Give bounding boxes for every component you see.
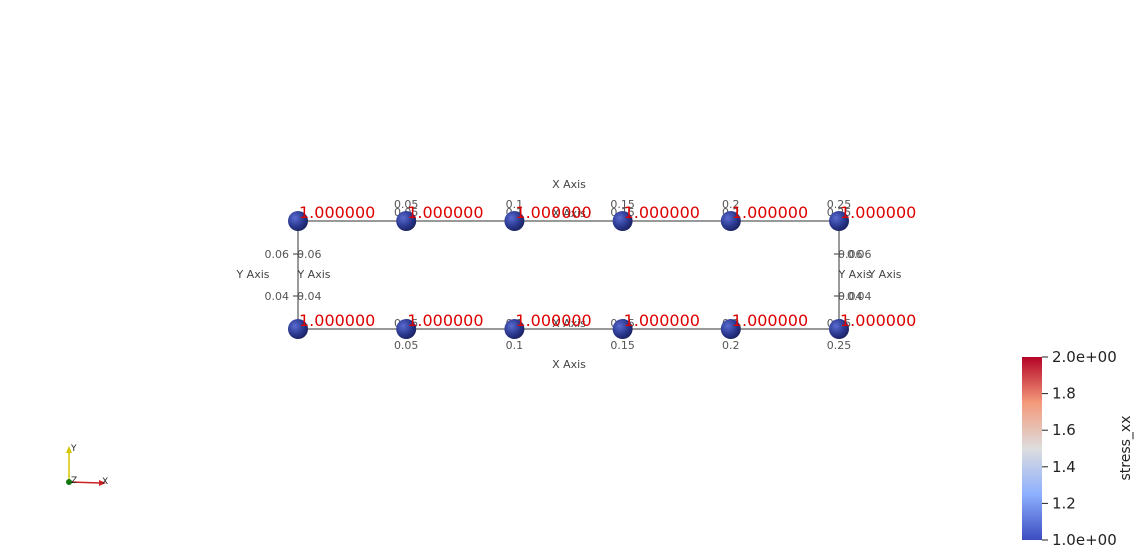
x-tick-label-bottom-1: 0.1: [506, 339, 524, 352]
colorbar-label-1: 1.8: [1052, 385, 1076, 403]
point-label-3: 1.000000: [624, 203, 700, 222]
data-point-5: [829, 211, 849, 231]
point-label-7: 1.000000: [407, 311, 483, 330]
colorbar-gradient: [1022, 357, 1042, 540]
x-tick-label-top-4: 0.25: [827, 198, 852, 211]
data-point-6: [288, 319, 308, 339]
x-tick-label-top-0: 0.05: [394, 198, 419, 211]
y-tick-label-left-inner-1: 0.06: [297, 248, 322, 261]
orientation-z-label: Z: [71, 476, 77, 486]
colorbar-label-5: 1.0e+00: [1052, 531, 1117, 549]
colorbar-label-0: 2.0e+00: [1052, 348, 1117, 366]
x-tick-label-bottom-4: 0.25: [827, 339, 852, 352]
data-point-0: [288, 211, 308, 231]
data-point-8: [504, 319, 525, 339]
point-label-4: 1.000000: [732, 203, 808, 222]
y-tick-label-right-1: 0.06: [847, 248, 872, 261]
x-tick-label-top-2: 0.15: [610, 198, 635, 211]
orientation-x-line: [68, 481, 102, 484]
x-axis-title-top: X Axis: [552, 178, 586, 191]
point-label-8: 1.000000: [515, 311, 591, 330]
colorbar-title: stress_xx: [1118, 415, 1134, 480]
x-axis-title-bottom-inner: X Axis: [552, 317, 586, 330]
color-legend: 2.0e+00 1.8 1.6 1.4 1.2 1.0e+00 stress_xx: [1022, 348, 1134, 549]
point-label-1: 1.000000: [407, 203, 483, 222]
y-tick-label-left-0: 0.04: [265, 290, 290, 303]
point-label-9: 1.000000: [624, 311, 700, 330]
y-axis-title-right: Y Axis: [867, 268, 901, 281]
colorbar-label-3: 1.4: [1052, 458, 1076, 476]
point-label-5: 1.000000: [840, 203, 916, 222]
x-tick-label-bottom-2: 0.15: [610, 339, 635, 352]
point-label-10: 1.000000: [732, 311, 808, 330]
orientation-y-label: Y: [70, 444, 77, 454]
data-point-3: [612, 211, 633, 231]
data-point-9: [612, 319, 633, 339]
data-point-11: [829, 319, 849, 339]
x-tick-label-top-3: 0.2: [722, 198, 740, 211]
y-tick-label-right-0: 0.04: [847, 290, 872, 303]
data-point-4: [720, 211, 741, 231]
orientation-x-label: X: [102, 477, 108, 487]
y-tick-label-left-1: 0.06: [265, 248, 290, 261]
orientation-x-arrow-icon: [99, 480, 106, 486]
x-tick-label-top-1: 0.1: [506, 198, 524, 211]
y-axis-title-left-inner: Y Axis: [296, 268, 330, 281]
y-axis-title-left: Y Axis: [235, 268, 269, 281]
y-axis-title-right-inner: Y Axis: [837, 268, 871, 281]
data-points: [288, 211, 849, 339]
orientation-y-arrow-icon: [66, 446, 72, 453]
orientation-z-dot-icon: [66, 479, 72, 485]
point-label-11: 1.000000: [840, 311, 916, 330]
data-point-2: [504, 211, 525, 231]
y-tick-label-right-inner-1: 0.06: [838, 248, 863, 261]
x-tick-label-bottom-0: 0.05: [394, 339, 419, 352]
data-point-1: [396, 211, 417, 231]
point-labels: 1.000000 1.000000 1.000000 1.000000 1.000000…: [299, 203, 916, 330]
colorbar-label-2: 1.6: [1052, 421, 1076, 439]
colorbar-label-4: 1.2: [1052, 494, 1076, 512]
x-axis-title-bottom: X Axis: [552, 358, 586, 371]
orientation-axes: Y X Z: [66, 444, 108, 487]
y-tick-label-right-inner-0: 0.04: [838, 290, 863, 303]
point-label-0: 1.000000: [299, 203, 375, 222]
point-label-2: 1.000000: [515, 203, 591, 222]
axes-frame: [297, 220, 840, 330]
data-point-10: [720, 319, 741, 339]
data-point-7: [396, 319, 417, 339]
x-axis-title-top-inner: X Axis: [552, 207, 586, 220]
point-label-6: 1.000000: [299, 311, 375, 330]
y-tick-label-left-inner-0: 0.04: [297, 290, 322, 303]
x-tick-label-bottom-3: 0.2: [722, 339, 740, 352]
